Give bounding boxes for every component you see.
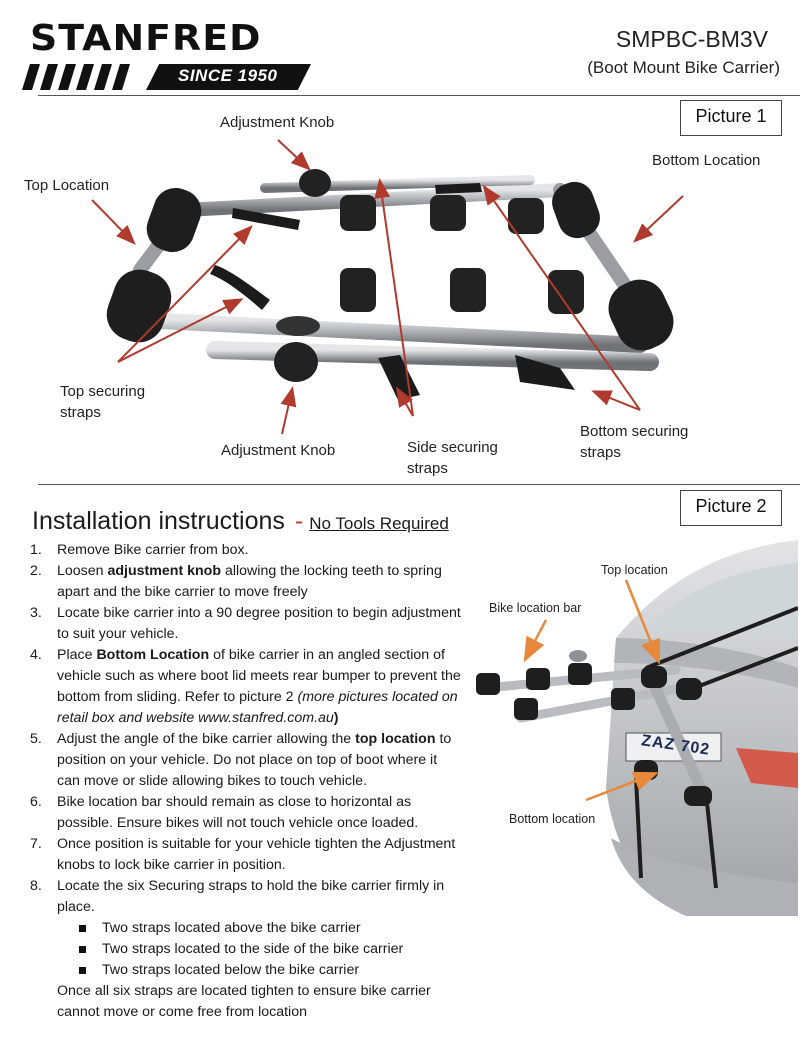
callout-adjustment-knob-top: Adjustment Knob [220, 114, 335, 131]
logo-since-text: SINCE 1950 [178, 66, 278, 85]
picture-2-label: Picture 2 [680, 490, 782, 526]
installation-steps: 1. Remove Bike carrier from box. 2. Loosen… [30, 540, 462, 1023]
step-number: 7. [30, 836, 42, 852]
step-text: Locate bike carrier into a 90 degree pos… [57, 605, 461, 642]
callout-bottom-securing-straps: Bottom securing straps [580, 421, 688, 463]
square-bullet-icon [79, 946, 86, 953]
closing-note: Once all six straps are located tighten … [57, 983, 431, 1020]
step-italic-note: (more pictures located on retail box and… [57, 689, 458, 726]
bullet-text: Two straps located to the side of the bi… [102, 941, 404, 957]
step-number: 8. [30, 878, 42, 894]
step-number: 1. [30, 542, 42, 558]
callout-line: straps [407, 460, 448, 477]
photo-label-bike-location-bar: Bike location bar [489, 601, 582, 615]
step-text: to position on your vehicle. Do not plac… [57, 731, 452, 789]
square-bullet-icon [79, 967, 86, 974]
callout-top-securing-straps: Top securing straps [60, 381, 145, 423]
installation-title: Installation instructions-No Tools Requi… [32, 507, 449, 536]
callout-line: straps [60, 404, 101, 421]
callout-top-location: Top Location [24, 177, 110, 194]
step-item: 5. Adjust the angle of the bike carrier a… [30, 729, 462, 792]
callout-bottom-location: Bottom Location [652, 152, 761, 169]
stanfred-logo: STANFRED SINCE 1950 [18, 14, 311, 90]
callout-line: Side securing [407, 439, 498, 456]
bullet-item: Two straps located below the bike carrie… [57, 960, 462, 981]
callout-arrows [91, 139, 684, 435]
step-item: 4. Place Bottom Location of bike carrier … [30, 645, 462, 729]
step-emphasis: Bottom Location [96, 647, 210, 663]
step-text: Bike location bar should remain as close… [57, 794, 419, 831]
brand-name: STANFRED [30, 18, 262, 59]
car-body [606, 540, 798, 916]
step-text: Remove Bike carrier from box. [57, 542, 249, 558]
step-text: Loosen [57, 563, 108, 579]
step-number: 4. [30, 647, 42, 663]
step-item: 1. Remove Bike carrier from box. [30, 540, 462, 561]
step-emphasis: adjustment knob [107, 563, 222, 579]
step-item: 2. Loosen adjustment knob allowing the lo… [30, 561, 462, 603]
bullet-text: Two straps located below the bike carrie… [102, 962, 360, 978]
mounted-carrier [476, 650, 712, 806]
square-bullet-icon [79, 925, 86, 932]
step-number: 6. [30, 794, 42, 810]
step-number: 5. [30, 731, 42, 747]
section-divider [38, 484, 800, 485]
callout-adjustment-knob-bottom: Adjustment Knob [221, 442, 336, 459]
step-item: 3. Locate bike carrier into a 90 degree p… [30, 603, 462, 645]
photo-label-bottom-location: Bottom location [509, 812, 596, 826]
step-item: 6. Bike location bar should remain as clo… [30, 792, 462, 834]
logo-stripes-graphic [22, 64, 130, 90]
strap-bullets: Two straps located above the bike carrie… [57, 918, 462, 981]
callout-side-securing-straps: Side securing straps [407, 437, 498, 479]
step-text: Locate the six Securing straps to hold t… [57, 878, 445, 915]
bike-cradles [340, 195, 584, 314]
car-mounted-carrier-photo [476, 540, 798, 916]
step-emphasis: top location [355, 731, 436, 747]
adjustment-knobs [274, 169, 331, 382]
step-text: Once position is suitable for your vehic… [57, 836, 456, 873]
bike-carrier-diagram [91, 139, 684, 435]
step-item: 7. Once position is suitable for your veh… [30, 834, 462, 876]
model-number: SMPBC-BM3V [615, 26, 768, 52]
picture-1-label: Picture 1 [680, 100, 782, 136]
installation-subtitle: No Tools Required [309, 514, 449, 533]
step-number: 2. [30, 563, 42, 579]
step-number: 3. [30, 605, 42, 621]
step-emphasis: ) [333, 710, 339, 726]
title-dash: - [294, 507, 304, 535]
step-item: 8. Locate the six Securing straps to hold… [30, 876, 462, 981]
header-divider [38, 95, 800, 96]
callout-line: Bottom securing [580, 423, 689, 440]
model-description: (Boot Mount Bike Carrier) [587, 58, 780, 77]
callout-line: straps [580, 444, 621, 461]
step-text: Adjust the angle of the bike carrier all… [57, 731, 356, 747]
bullet-item: Two straps located above the bike carrie… [57, 918, 462, 939]
bullet-text: Two straps located above the bike carrie… [102, 920, 361, 936]
photo-label-top-location: Top location [601, 563, 668, 577]
photo-callout-arrows [523, 579, 660, 802]
bullet-item: Two straps located to the side of the bi… [57, 939, 462, 960]
step-text: Place [57, 647, 97, 663]
logo-since-bar [146, 64, 311, 90]
step-text: allowing the locking teeth to spring apa… [57, 563, 442, 600]
step-text: of bike carrier in an angled section of … [57, 647, 461, 705]
callout-line: Top securing [60, 383, 146, 400]
installation-title-text: Installation instructions [32, 507, 285, 535]
